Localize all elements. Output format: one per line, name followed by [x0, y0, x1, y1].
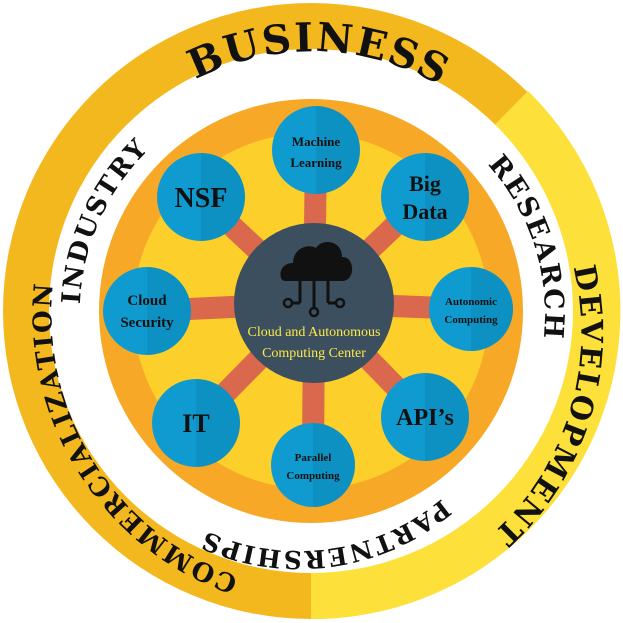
node-label-big-data-0: Big: [409, 171, 441, 196]
hub-title-line-1: Cloud and Autonomous: [247, 325, 380, 340]
node-label-parallel-computing-0: Parallel: [295, 452, 332, 464]
node-label-autonomic-computing-1: Computing: [444, 314, 498, 326]
node-label-it-0: IT: [182, 409, 209, 438]
node-nsf: NSF: [157, 153, 245, 241]
node-circle-apis: [381, 373, 469, 461]
node-shade-parallel-computing: [313, 423, 355, 507]
cloud-network-icon: [280, 241, 353, 318]
node-label-machine-learning-0: Machine: [292, 134, 341, 149]
node-shade-autonomic-computing: [471, 267, 513, 351]
node-label-parallel-computing-1: Computing: [286, 470, 340, 482]
node-it: IT: [152, 379, 240, 467]
node-label-machine-learning-1: Learning: [290, 155, 342, 170]
node-circle-machine-learning: [272, 106, 360, 194]
node-circle-big-data: [381, 153, 469, 241]
hub-title-line-2: Computing Center: [262, 346, 366, 361]
node-circle-cloud-security: [103, 267, 191, 355]
node-shade-it: [196, 379, 240, 467]
node-shade-big-data: [425, 153, 469, 241]
node-circle-parallel-computing: [271, 423, 355, 507]
node-label-cloud-security-1: Security: [120, 315, 174, 331]
node-shade-nsf: [201, 153, 245, 241]
node-label-cloud-security-0: Cloud: [127, 293, 167, 309]
node-shade-machine-learning: [316, 106, 360, 194]
node-circle-it: [152, 379, 240, 467]
node-label-autonomic-computing-0: Autonomic: [445, 296, 497, 308]
nodes: MachineLearningBigDataAutonomicComputing…: [103, 106, 513, 507]
node-shade-cloud-security: [147, 267, 191, 355]
node-shade-apis: [425, 373, 469, 461]
node-circle-autonomic-computing: [429, 267, 513, 351]
node-label-big-data-1: Data: [402, 199, 447, 224]
node-label-nsf-0: NSF: [175, 183, 228, 214]
node-apis: API’s: [381, 373, 469, 461]
node-circle-nsf: [157, 153, 245, 241]
node-label-apis-0: API’s: [396, 405, 454, 431]
